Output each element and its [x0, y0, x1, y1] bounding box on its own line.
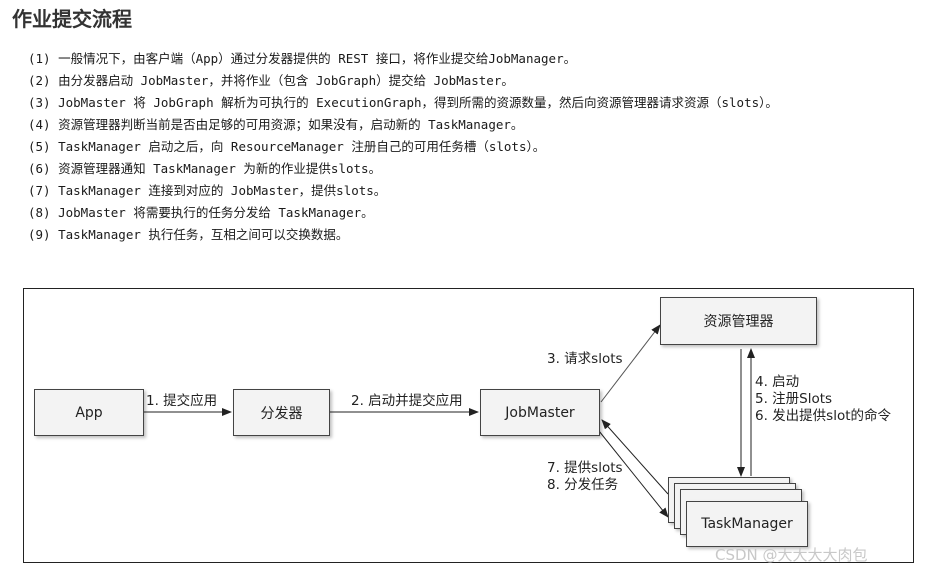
taskmanager-node-label: TaskManager — [701, 516, 793, 532]
edge-label-line: 4. 启动 — [755, 374, 800, 390]
step-item: (7) TaskManager 连接到对应的 JobMaster，提供slots… — [28, 183, 387, 198]
dispatcher-node-label: 分发器 — [260, 405, 303, 422]
step-item: (8) JobMaster 将需要执行的任务分发给 TaskManager。 — [28, 205, 374, 220]
arrow-jm-to-tm — [598, 430, 669, 518]
edge-label-jm-tm: 7. 提供slots 8. 分发任务 — [547, 460, 623, 494]
diagram-arrows — [144, 324, 755, 518]
app-node-label: App — [75, 404, 103, 421]
flow-diagram: App 分发器 JobMaster 资源管理器 TaskManager 1. 提… — [23, 288, 914, 563]
edge-label-request: 3. 请求slots — [547, 351, 623, 367]
taskmanager-node: TaskManager — [686, 501, 808, 547]
app-node: App — [34, 389, 144, 436]
edge-label-line: 7. 提供slots — [547, 460, 623, 476]
arrow-request — [600, 324, 661, 403]
step-item: (2) 由分发器启动 JobMaster，并将作业（包含 JobGraph）提交… — [28, 73, 514, 88]
jobmaster-node: JobMaster — [480, 389, 600, 436]
step-item: (6) 资源管理器通知 TaskManager 为新的作业提供slots。 — [28, 161, 382, 176]
jobmaster-node-label: JobMaster — [505, 404, 575, 421]
edge-label-rm-tm: 4. 启动 5. 注册Slots 6. 发出提供slot的命令 — [755, 374, 891, 425]
resource-manager-node-label: 资源管理器 — [703, 314, 774, 330]
edge-label-submit: 1. 提交应用 — [146, 393, 218, 409]
watermark: CSDN @大大大大肉包 — [715, 546, 868, 564]
step-item: (1) 一般情况下，由客户端（App）通过分发器提供的 REST 接口，将作业提… — [28, 51, 577, 66]
arrow-tm-to-jm — [601, 419, 669, 495]
step-item: (9) TaskManager 执行任务，互相之间可以交换数据。 — [28, 227, 349, 242]
edge-label-line: 5. 注册Slots — [755, 391, 833, 407]
steps-list: (1) 一般情况下，由客户端（App）通过分发器提供的 REST 接口，将作业提… — [28, 50, 778, 248]
step-item: (3) JobMaster 将 JobGraph 解析为可执行的 Executi… — [28, 95, 778, 110]
step-item: (5) TaskManager 启动之后，向 ResourceManager 注… — [28, 139, 546, 154]
resource-manager-node: 资源管理器 — [660, 297, 817, 345]
edge-label-line: 8. 分发任务 — [547, 477, 619, 493]
edge-label-line: 6. 发出提供slot的命令 — [755, 408, 892, 424]
dispatcher-node: 分发器 — [233, 389, 330, 436]
edge-label-start: 2. 启动并提交应用 — [351, 393, 463, 409]
step-item: (4) 资源管理器判断当前是否由足够的可用资源；如果没有，启动新的 TaskMa… — [28, 117, 524, 132]
page-title: 作业提交流程 — [12, 7, 132, 31]
